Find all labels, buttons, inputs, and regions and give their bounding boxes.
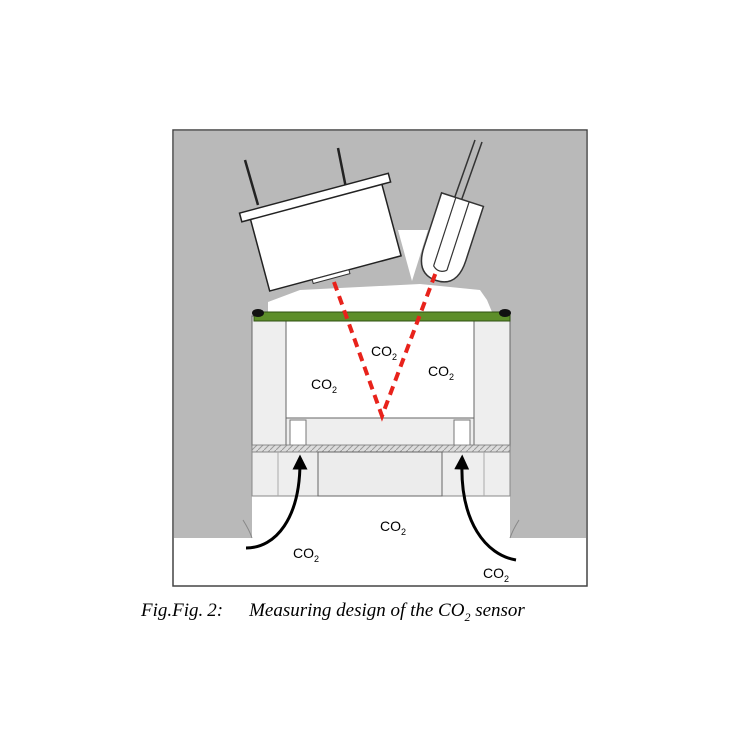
chamber-wall-left: [251, 315, 287, 447]
figure-caption: Fig.Fig.2: Measuring design of the CO2 se…: [141, 600, 525, 625]
ir-source: [238, 172, 402, 292]
measuring-chamber: [285, 317, 475, 419]
chamber-slot-left: [289, 419, 307, 447]
caption-prefix: Fig.Fig.: [141, 600, 204, 621]
seal-right: [499, 309, 511, 317]
source-lead: [243, 159, 260, 206]
ir-beam: [332, 271, 438, 422]
optical-notch: [398, 230, 428, 281]
co2-label-bottom-left: CO2: [293, 545, 319, 564]
diffusion-membrane: [251, 444, 511, 453]
housing-edge: [242, 519, 253, 539]
inlet-block-mid: [317, 451, 443, 497]
co2-label-bottom-center: CO2: [380, 518, 406, 537]
caption-text: Measuring design of the CO2 sensor: [249, 600, 525, 624]
ir-detector: [420, 191, 485, 283]
source-lead: [336, 147, 348, 189]
seal-left: [252, 309, 264, 317]
chamber-wall-right: [473, 315, 511, 447]
caption-number: 2:: [207, 600, 224, 621]
detector-lead: [451, 139, 476, 206]
flow-arrow-left: [245, 454, 308, 550]
chamber-base: [285, 417, 475, 447]
flow-arrow-right: [454, 454, 517, 562]
co2-label-left: CO2: [311, 376, 337, 395]
co2-label-top: CO2: [371, 343, 397, 362]
upper-opening: [268, 284, 492, 312]
co2-label-right: CO2: [428, 363, 454, 382]
detector-lead: [458, 141, 483, 208]
housing-edge: [509, 519, 520, 539]
filter-membrane: [253, 311, 511, 322]
chamber-slot-right: [453, 419, 471, 447]
co2-label-bottom-right: CO2: [483, 565, 509, 584]
